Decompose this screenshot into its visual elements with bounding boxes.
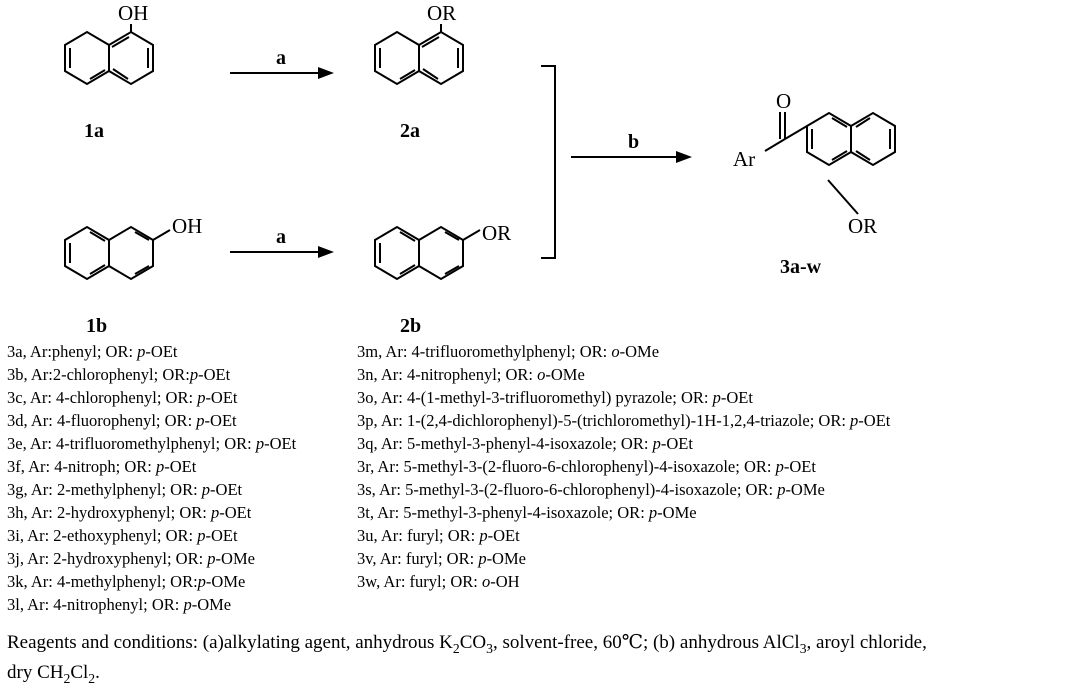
list-item: 3j, Ar: 2-hydroxyphenyl; OR: p-OMe	[7, 549, 255, 568]
list-item: 3f, Ar: 4-nitroph; OR: p-OEt	[7, 457, 197, 476]
reagents-caption: Reagents and conditions: (a)alkylating a…	[7, 628, 1083, 688]
or-group-3: OR	[848, 214, 877, 238]
or-group-2a: OR	[427, 1, 456, 25]
arrow-a-bottom-label: a	[276, 226, 286, 248]
reaction-scheme: OH 1a OR 2a a OH 1b a	[64, 1, 896, 337]
label-1a: 1a	[84, 120, 104, 142]
caption-line-1: Reagents and conditions: (a)alkylating a…	[7, 632, 927, 656]
list-item: 3e, Ar: 4-trifluoromethylphenyl; OR: p-O…	[7, 434, 297, 453]
label-2a: 2a	[400, 120, 420, 142]
list-item: 3i, Ar: 2-ethoxyphenyl; OR: p-OEt	[7, 526, 238, 545]
list-item: 3l, Ar: 4-nitrophenyl; OR: p-OMe	[7, 595, 232, 614]
compound-3-structure: O Ar OR	[733, 89, 896, 238]
bracket	[541, 65, 556, 259]
arrow-a-top-label: a	[276, 47, 286, 69]
compound-1b-structure: OH	[64, 214, 202, 281]
label-3a-w: 3a-w	[780, 256, 822, 278]
carbonyl-oxygen: O	[776, 89, 791, 113]
list-item: 3r, Ar: 5-methyl-3-(2-fluoro-6-chlorophe…	[357, 457, 816, 476]
arrow-b-label: b	[628, 131, 639, 153]
compound-list-right: 3m, Ar: 4-trifluoromethylphenyl; OR: o-O…	[357, 340, 890, 593]
label-1b: 1b	[86, 315, 107, 337]
list-item: 3n, Ar: 4-nitrophenyl; OR: o-OMe	[357, 365, 585, 384]
label-2b: 2b	[400, 315, 421, 337]
compound-1a-structure: OH	[64, 1, 154, 86]
compound-list-left: 3a, Ar:phenyl; OR: p-OEt 3b, Ar:2-chloro…	[7, 340, 296, 616]
oh-group-1b: OH	[172, 214, 202, 238]
list-item: 3k, Ar: 4-methylphenyl; OR:p-OMe	[7, 572, 246, 591]
compound-2a-structure: OR	[374, 1, 464, 86]
oh-group-1a: OH	[118, 1, 148, 25]
list-item: 3g, Ar: 2-methylphenyl; OR: p-OEt	[7, 480, 243, 499]
list-item: 3d, Ar: 4-fluorophenyl; OR: p-OEt	[7, 411, 237, 430]
list-item: 3o, Ar: 4-(1-methyl-3-trifluoromethyl) p…	[357, 388, 753, 407]
or-group-2b: OR	[482, 221, 511, 245]
list-item: 3c, Ar: 4-chlorophenyl; OR: p-OEt	[7, 388, 238, 407]
caption-line-2: dry CH2Cl2.	[7, 662, 100, 686]
list-item: 3h, Ar: 2-hydroxyphenyl; OR: p-OEt	[7, 503, 252, 522]
list-item: 3q, Ar: 5-methyl-3-phenyl-4-isoxazole; O…	[357, 434, 693, 453]
list-item: 3a, Ar:phenyl; OR: p-OEt	[7, 342, 178, 361]
list-item: 3m, Ar: 4-trifluoromethylphenyl; OR: o-O…	[357, 342, 660, 361]
compound-2b-structure: OR	[374, 221, 511, 281]
list-item: 3u, Ar: furyl; OR: p-OEt	[357, 526, 520, 545]
list-item: 3s, Ar: 5-methyl-3-(2-fluoro-6-chlorophe…	[357, 480, 825, 499]
aryl-group: Ar	[733, 147, 755, 171]
list-item: 3b, Ar:2-chlorophenyl; OR:p-OEt	[7, 365, 231, 384]
list-item: 3p, Ar: 1-(2,4-dichlorophenyl)-5-(trichl…	[357, 411, 891, 430]
list-item: 3w, Ar: furyl; OR: o-OH	[357, 572, 520, 591]
list-item: 3v, Ar: furyl; OR: p-OMe	[357, 549, 526, 568]
list-item: 3t, Ar: 5-methyl-3-phenyl-4-isoxazole; O…	[357, 503, 697, 522]
